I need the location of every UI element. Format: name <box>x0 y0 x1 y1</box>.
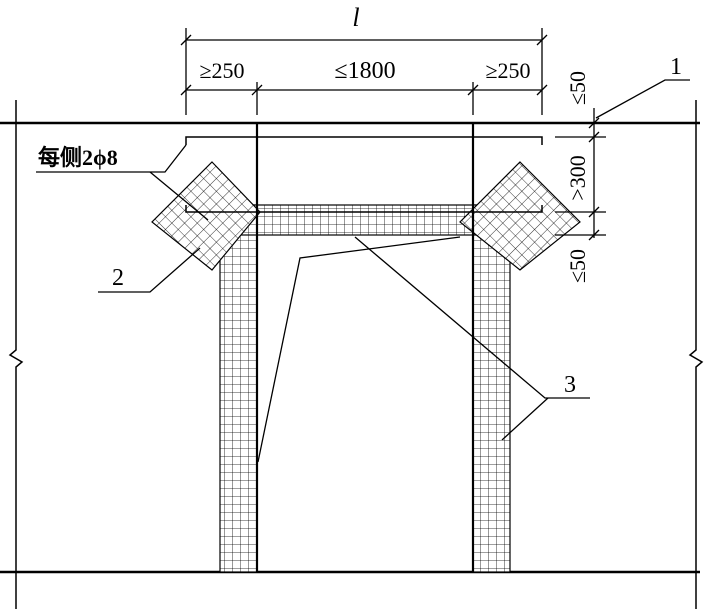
callout-1-label: 1 <box>670 54 682 80</box>
dim-right-margin-label: ≥250 <box>485 58 530 83</box>
opening-edges <box>255 123 475 572</box>
dim-bottom-gap-label: ≤50 <box>565 249 590 283</box>
diagonal-mesh-right <box>459 161 581 271</box>
vertical-dimension <box>555 108 606 241</box>
callout-2-label: 2 <box>112 265 124 291</box>
dim-left-margin-label: ≥250 <box>199 58 244 83</box>
vertical-mesh-left <box>219 204 258 573</box>
callout-3-label: 3 <box>564 372 576 398</box>
dim-total-label: l <box>352 3 359 32</box>
dim-top-gap-label: ≤50 <box>565 71 590 105</box>
dim-opening-label: ≤1800 <box>334 58 395 84</box>
dimension-lines <box>180 28 548 115</box>
diagonal-mesh-left <box>151 161 261 271</box>
leader-lines <box>36 79 690 463</box>
rebar-annotation: 每侧2ϕ8 <box>38 145 118 170</box>
wall-outline <box>0 100 704 609</box>
vertical-mesh-right <box>472 204 511 573</box>
rebar-bracket <box>185 136 543 213</box>
dim-mesh-height-label: >300 <box>565 155 590 200</box>
